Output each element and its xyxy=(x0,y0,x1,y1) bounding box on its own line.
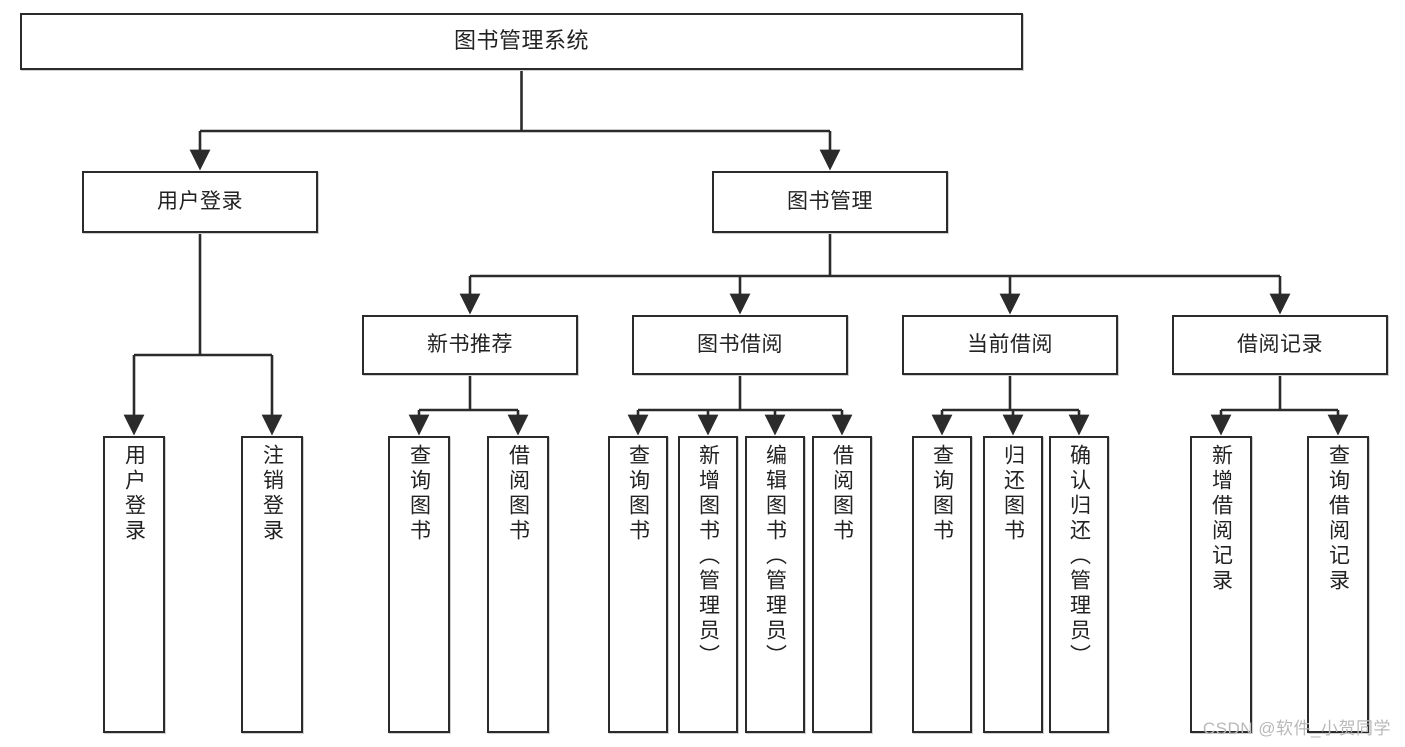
node-leaf-query-record[interactable]: 查询借阅记录 xyxy=(1307,436,1369,733)
node-label: 借阅图书 xyxy=(506,444,530,544)
node-label: 借阅记录 xyxy=(1237,333,1323,357)
node-label: 归还图书 xyxy=(1001,444,1025,544)
node-label: 当前借阅 xyxy=(967,333,1053,357)
node-label: 注销登录 xyxy=(260,444,284,544)
node-label: 借阅图书 xyxy=(830,444,854,544)
node-borrow-record[interactable]: 借阅记录 xyxy=(1172,315,1388,375)
node-leaf-query-book-3[interactable]: 查询图书 xyxy=(912,436,972,733)
node-label: 用户登录 xyxy=(157,190,243,214)
node-label: 用户登录 xyxy=(122,444,146,544)
node-label: 查询借阅记录 xyxy=(1326,444,1350,594)
node-label: 查询图书 xyxy=(626,444,650,544)
node-label: 确认归还（管理员） xyxy=(1067,444,1091,669)
node-leaf-add-book[interactable]: 新增图书（管理员） xyxy=(678,436,738,733)
node-leaf-query-book-1[interactable]: 查询图书 xyxy=(388,436,450,733)
node-leaf-borrow-book-1[interactable]: 借阅图书 xyxy=(487,436,549,733)
node-user-login[interactable]: 用户登录 xyxy=(82,171,318,233)
node-leaf-user-logout[interactable]: 注销登录 xyxy=(241,436,303,733)
node-label: 查询图书 xyxy=(407,444,431,544)
node-book-manage[interactable]: 图书管理 xyxy=(712,171,948,233)
node-label: 图书借阅 xyxy=(697,333,783,357)
node-new-book-recommend[interactable]: 新书推荐 xyxy=(362,315,578,375)
node-leaf-confirm-return[interactable]: 确认归还（管理员） xyxy=(1049,436,1109,733)
watermark: CSDN @软件_小贺同学 xyxy=(1202,719,1391,738)
node-label: 新增借阅记录 xyxy=(1209,444,1233,594)
node-leaf-edit-book[interactable]: 编辑图书（管理员） xyxy=(745,436,805,733)
node-label: 新书推荐 xyxy=(427,333,513,357)
node-leaf-query-book-2[interactable]: 查询图书 xyxy=(608,436,668,733)
node-label: 图书管理 xyxy=(787,190,873,214)
node-leaf-borrow-book-2[interactable]: 借阅图书 xyxy=(812,436,872,733)
node-label: 图书管理系统 xyxy=(453,28,589,54)
node-label: 编辑图书（管理员） xyxy=(763,444,787,669)
node-label: 查询图书 xyxy=(930,444,954,544)
node-book-borrow[interactable]: 图书借阅 xyxy=(632,315,848,375)
node-label: 新增图书（管理员） xyxy=(696,444,720,669)
node-root[interactable]: 图书管理系统 xyxy=(20,13,1023,70)
node-leaf-return-book[interactable]: 归还图书 xyxy=(983,436,1043,733)
node-leaf-add-record[interactable]: 新增借阅记录 xyxy=(1190,436,1252,733)
node-current-borrow[interactable]: 当前借阅 xyxy=(902,315,1118,375)
node-leaf-user-login[interactable]: 用户登录 xyxy=(103,436,165,733)
